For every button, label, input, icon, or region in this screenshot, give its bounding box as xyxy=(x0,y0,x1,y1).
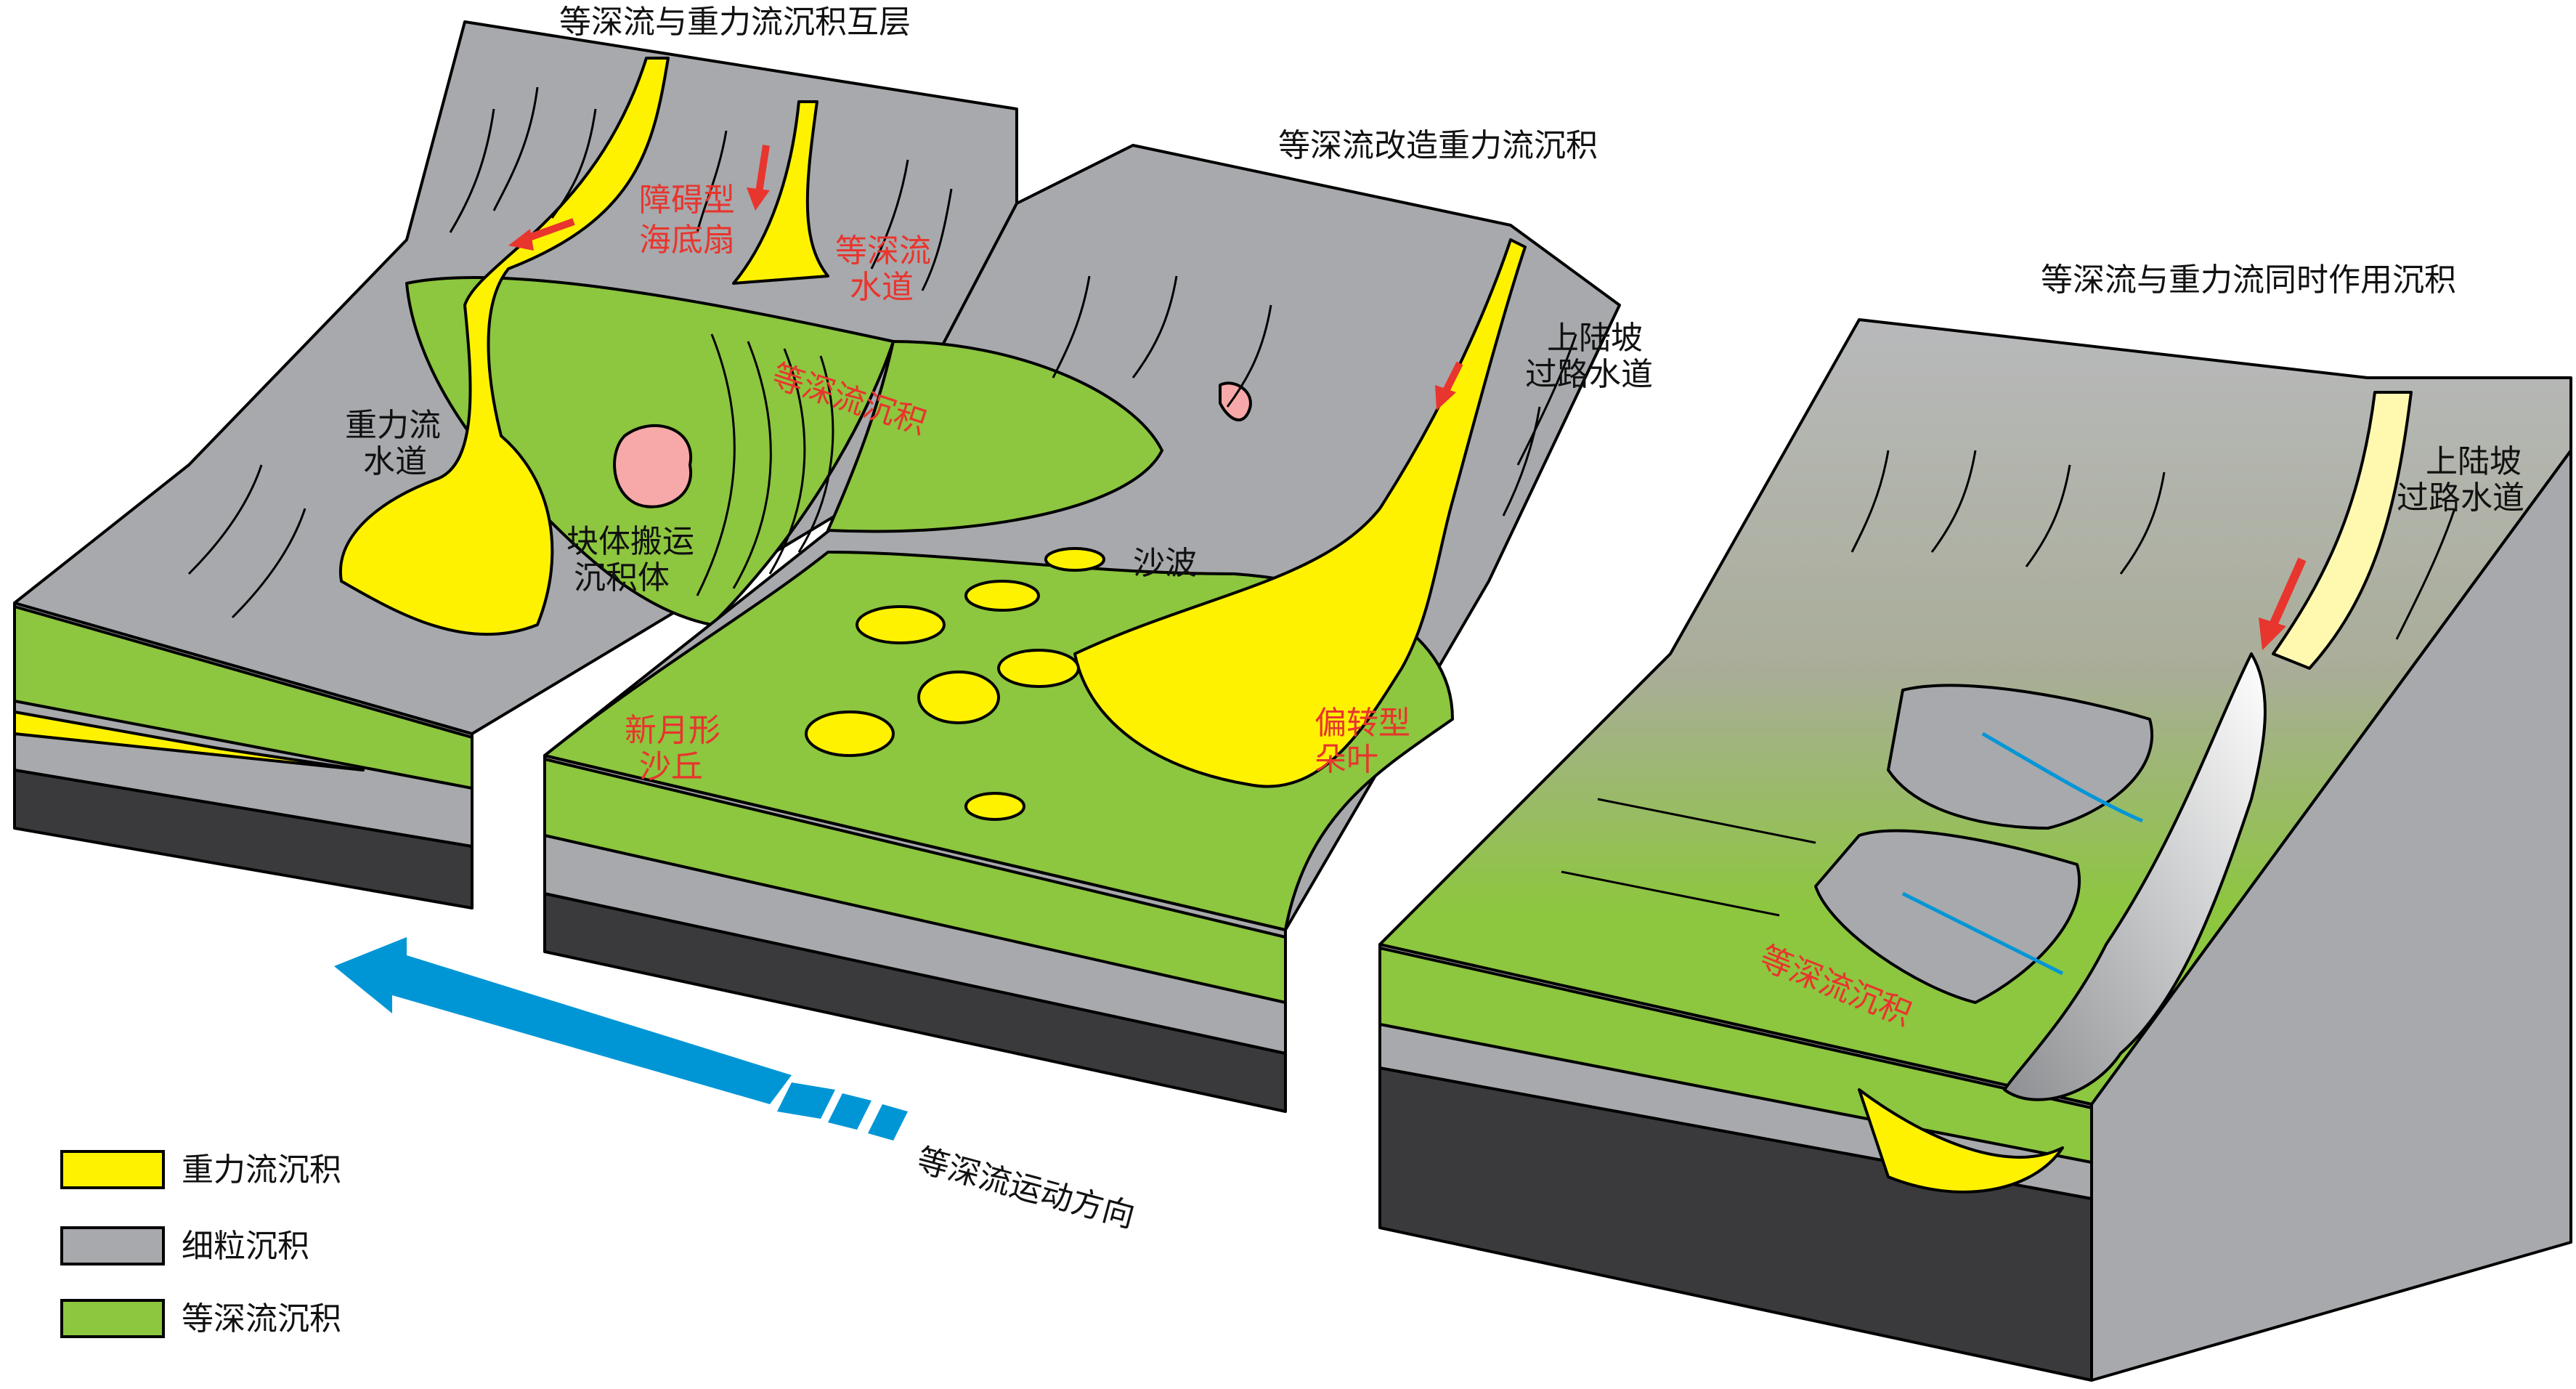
legend-label-gravity: 重力流沉积 xyxy=(182,1151,341,1188)
red-arrow-1-head xyxy=(508,229,534,251)
block2-drift-upper xyxy=(826,340,1163,533)
label-upper-slope-1: 上陆坡 xyxy=(1547,320,1643,357)
label-gravity-channel-1: 重力流 xyxy=(345,407,441,444)
block3-fine-deposit xyxy=(2003,652,2267,1101)
block1-contour-channel xyxy=(732,100,829,285)
label-mtd-1: 块体搬运 xyxy=(566,523,694,560)
flow-arrow-body xyxy=(334,937,792,1104)
block3-blue-arrows xyxy=(1901,732,2143,976)
label-upper-slope3-1: 上陆坡 xyxy=(2426,443,2522,480)
block2-pink-blob xyxy=(1219,381,1252,421)
block2-front-strata xyxy=(543,758,1287,1004)
label-upper-slope-2: 过路水道 xyxy=(1525,356,1653,393)
legend-swatch-contour xyxy=(60,1299,165,1338)
label-barchan-2: 沙丘 xyxy=(639,748,703,785)
block3-upper-channel xyxy=(2272,391,2413,670)
legend-label-fine: 细粒沉积 xyxy=(182,1228,309,1265)
label-deflected-2: 朵叶 xyxy=(1315,741,1378,778)
label-deflected-1: 偏转型 xyxy=(1315,705,1410,742)
block1-slope-lines xyxy=(187,86,953,619)
legend-label-contour: 等深流沉积 xyxy=(182,1300,341,1337)
label-contour-channel-1: 等深流 xyxy=(835,232,931,270)
block1-front-gravity-layer xyxy=(13,710,365,772)
label-mtd-2: 沉积体 xyxy=(574,559,670,596)
flow-arrow-dash-3 xyxy=(868,1104,908,1141)
label-contour-channel-2: 水道 xyxy=(850,269,914,306)
block2-slope-lines xyxy=(1052,275,1577,517)
label-barrier-fan-2: 海底扇 xyxy=(639,222,735,259)
block2-deflected-lobe xyxy=(1073,238,1527,788)
label-gravity-channel-2: 水道 xyxy=(363,443,427,480)
block-3 xyxy=(1378,318,2572,1382)
block2-sand-waves xyxy=(805,547,1105,821)
flow-arrow-dash-1 xyxy=(777,1082,835,1119)
flow-direction-arrow xyxy=(334,937,908,1141)
legend: 重力流沉积 细粒沉积 等深流沉积 xyxy=(60,1150,341,1338)
flow-arrow-dash-2 xyxy=(828,1093,871,1130)
block1-drift-lines xyxy=(696,333,834,596)
red-arrow-2 xyxy=(755,145,770,193)
block2-red-arrow xyxy=(1435,361,1463,410)
legend-swatch-fine xyxy=(60,1226,165,1266)
legend-swatch-gravity xyxy=(60,1150,165,1189)
block3-slope-lines xyxy=(1561,450,2456,917)
title-block2: 等深流改造重力流沉积 xyxy=(1278,127,1598,164)
block1-mtd xyxy=(613,424,693,509)
label-barrier-fan-1: 障碍型 xyxy=(639,182,735,219)
block3-gravity-base xyxy=(1858,1088,2064,1194)
block-1 xyxy=(13,20,1018,910)
title-block1: 等深流与重力流沉积互层 xyxy=(559,4,911,41)
block-2 xyxy=(543,144,1621,1113)
block1-front-strata xyxy=(13,605,474,790)
block3-red-arrow xyxy=(2259,557,2307,650)
title-block3: 等深流与重力流同时作用沉积 xyxy=(2041,262,2456,299)
label-upper-slope3-2: 过路水道 xyxy=(2397,479,2524,517)
block1-red-arrows xyxy=(508,145,770,251)
label-flow-direction: 等深流运动方向 xyxy=(913,1141,1139,1235)
label-barchan-1: 新月形 xyxy=(625,712,720,749)
red-arrow-2-head xyxy=(747,187,770,211)
label-sand-wave: 沙波 xyxy=(1133,545,1197,582)
block1-gravity-channel xyxy=(338,57,670,636)
